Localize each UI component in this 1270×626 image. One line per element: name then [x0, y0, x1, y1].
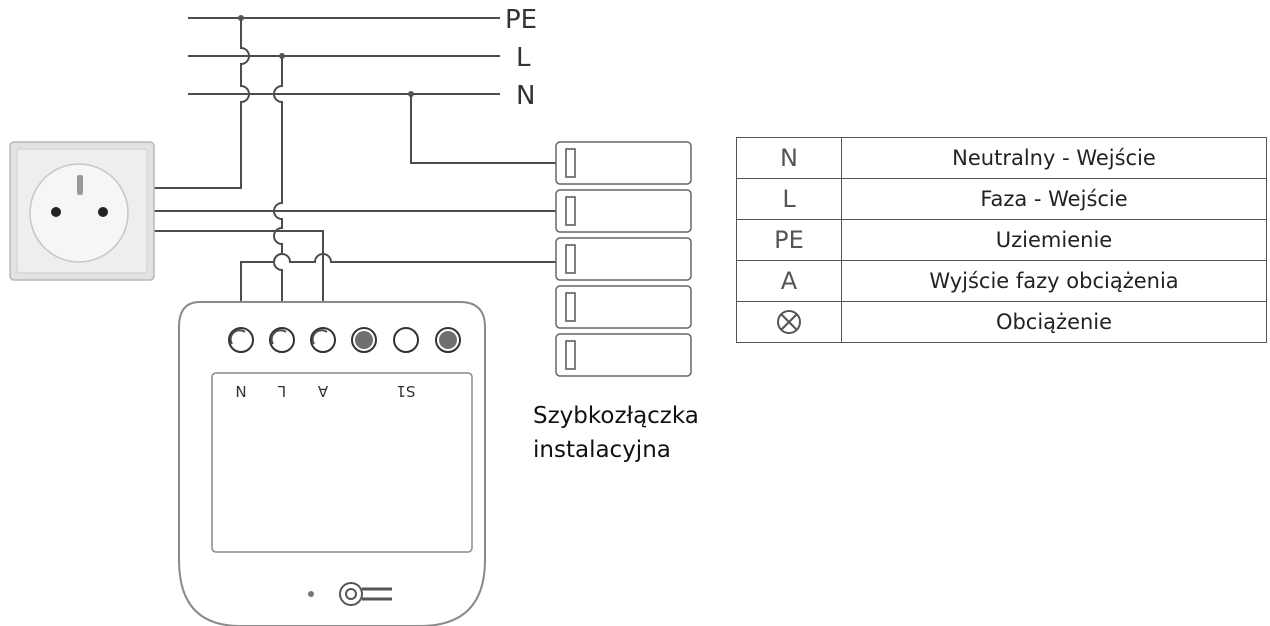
- connector-slot: [555, 333, 692, 377]
- legend-row: PE Uziemienie: [736, 219, 1267, 261]
- status-led: [308, 591, 314, 597]
- earth-pin: [77, 175, 83, 195]
- socket-hole-right: [98, 207, 108, 217]
- bus-lines: PE L N: [188, 5, 537, 111]
- connector-slot: [555, 285, 692, 329]
- legend-symbol: PE: [736, 219, 842, 261]
- terminal-label-n: N: [235, 382, 246, 400]
- connector-slot: [555, 141, 692, 185]
- legend-description: Obciążenie: [841, 301, 1267, 343]
- bus-label-pe: PE: [505, 5, 537, 35]
- socket-hole-left: [51, 207, 61, 217]
- connector-slot: [555, 189, 692, 233]
- module-button-icon: [339, 582, 392, 606]
- terminal-label-l: L: [277, 382, 286, 400]
- module-terminals: [228, 327, 461, 353]
- legend-row: L Faza - Wejście: [736, 178, 1267, 220]
- connector-label-line2: instalacyjna: [533, 437, 671, 463]
- legend-symbol: [736, 301, 842, 343]
- relay-module: N L A S1: [178, 301, 486, 626]
- legend-symbol: N: [736, 137, 842, 179]
- bus-label-n: N: [516, 81, 535, 111]
- legend-description: Wyjście fazy obciążenia: [841, 260, 1267, 302]
- quick-connector: [555, 141, 692, 377]
- wall-socket: [9, 141, 155, 281]
- vertical-wires: [153, 18, 556, 330]
- connector-slot: [555, 237, 692, 281]
- terminal-label-a: A: [317, 382, 328, 400]
- terminal-label-s1: S1: [396, 382, 415, 400]
- connector-label-line1: Szybkozłączka: [533, 403, 699, 429]
- legend-table: N Neutralny - Wejście L Faza - Wejście P…: [736, 137, 1267, 343]
- legend-row: N Neutralny - Wejście: [736, 137, 1267, 179]
- legend-symbol: A: [736, 260, 842, 302]
- horizontal-wires: [153, 210, 556, 330]
- legend-row: Obciążenie: [736, 301, 1267, 343]
- legend-row: A Wyjście fazy obciążenia: [736, 260, 1267, 302]
- legend-description: Faza - Wejście: [841, 178, 1267, 220]
- legend-description: Uziemienie: [841, 219, 1267, 261]
- legend-description: Neutralny - Wejście: [841, 137, 1267, 179]
- load-lamp-icon: [777, 310, 801, 334]
- module-label-panel: [211, 372, 473, 553]
- bus-label-l: L: [516, 43, 531, 73]
- legend-symbol: L: [736, 178, 842, 220]
